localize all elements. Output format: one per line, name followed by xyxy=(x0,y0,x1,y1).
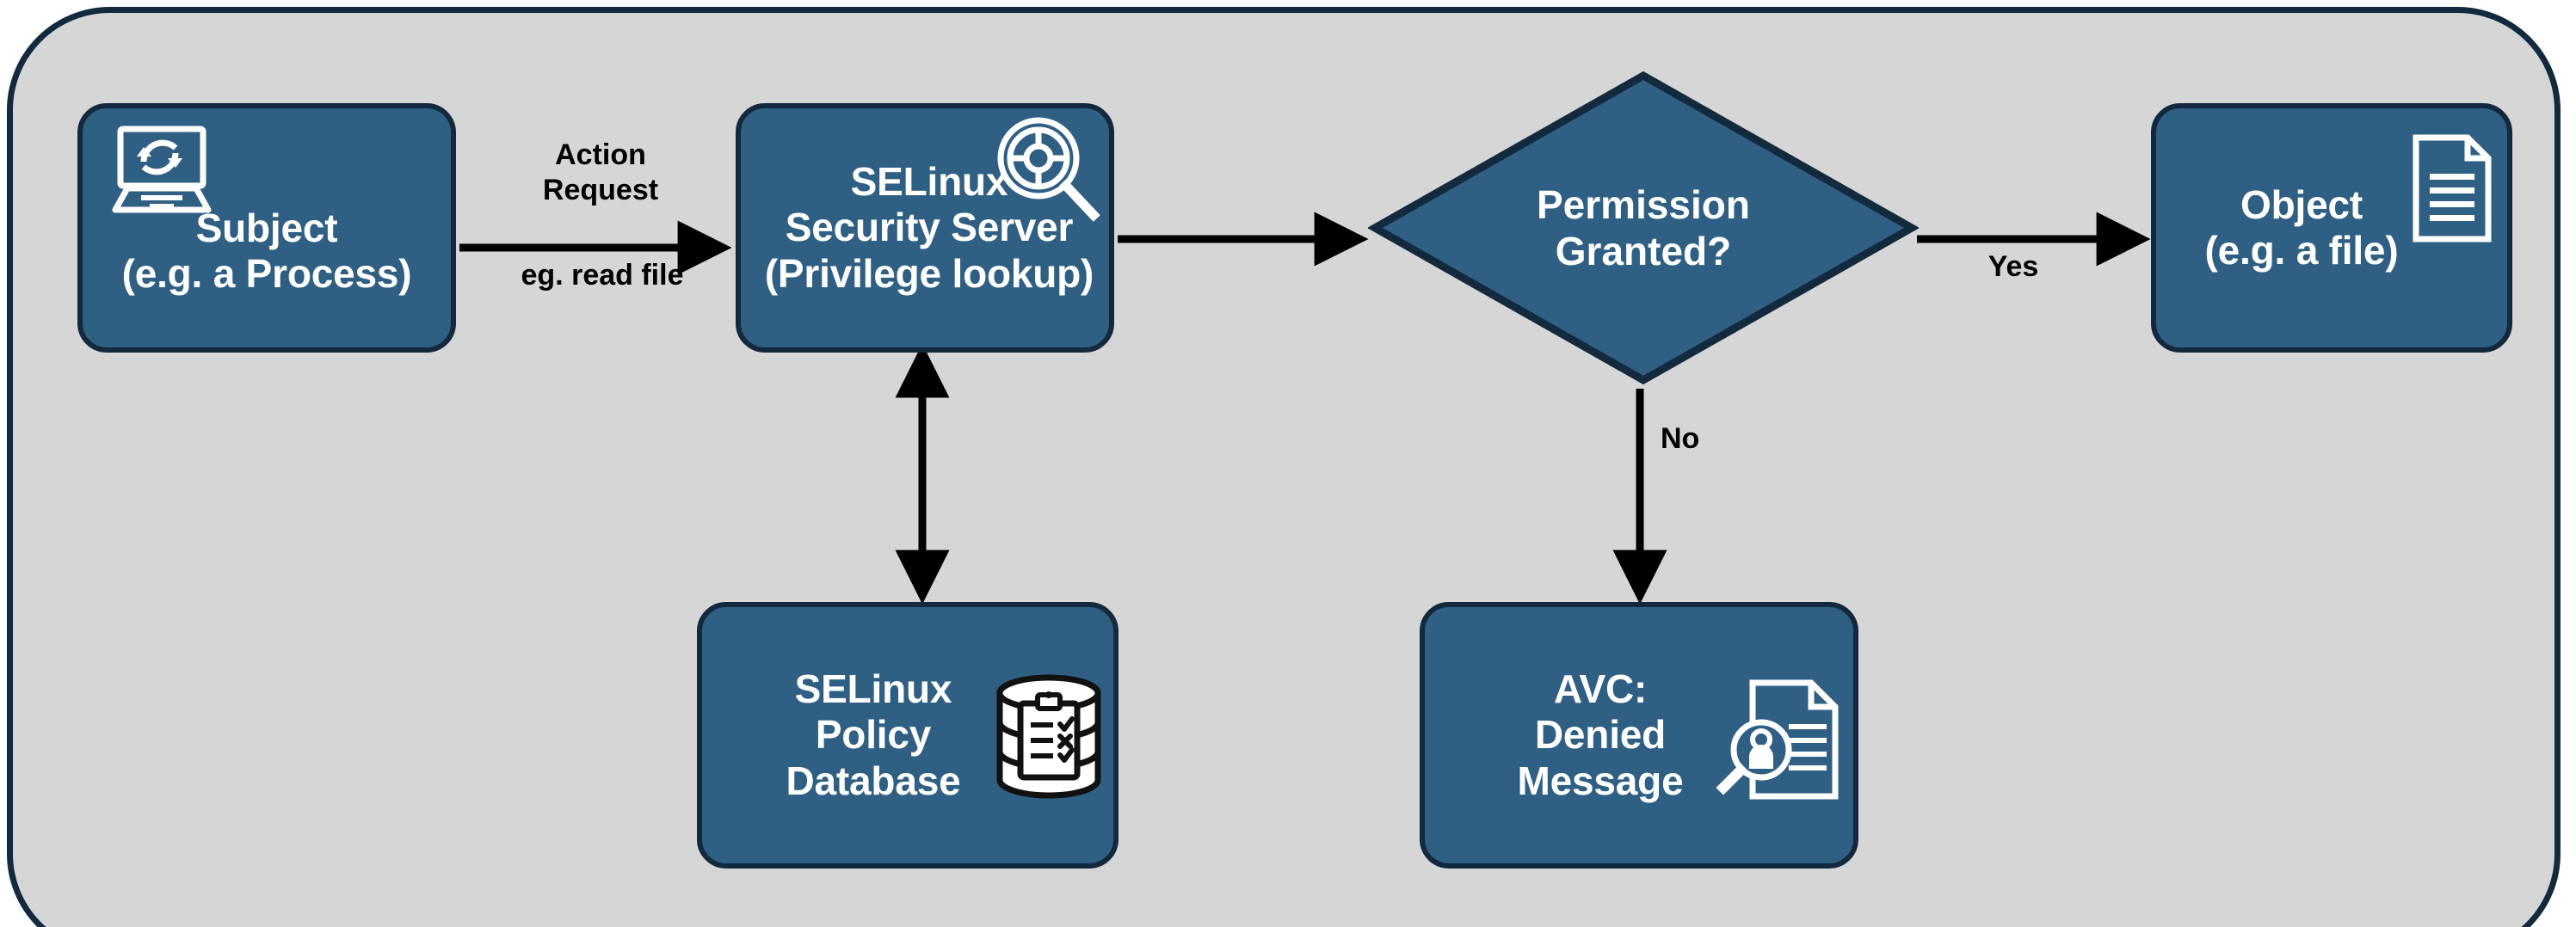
diamond-shape xyxy=(1366,71,1920,385)
node-security-server-line-2: Security Server xyxy=(785,205,1074,250)
node-object-line-2: (e.g. a file) xyxy=(2204,228,2399,273)
node-policy-database-line-2: Policy xyxy=(815,712,932,758)
node-object[interactable]: Object (e.g. a file) xyxy=(2151,103,2512,353)
node-subject-line-1: Subject xyxy=(195,205,338,250)
node-permission-decision[interactable]: Permission Granted? xyxy=(1366,69,1920,387)
laptop-sync-icon xyxy=(102,124,222,218)
magnifier-target-icon xyxy=(992,114,1104,225)
node-subject[interactable]: Subject (e.g. a Process) xyxy=(77,103,456,353)
database-clipboard-icon xyxy=(993,674,1105,799)
node-subject-line-2: (e.g. a Process) xyxy=(121,251,412,296)
document-icon xyxy=(2409,132,2495,244)
node-policy-database[interactable]: SELinux Policy Database xyxy=(697,602,1119,869)
node-policy-database-line-1: SELinux xyxy=(794,666,952,711)
node-avc-denied-message-line-2: Denied xyxy=(1534,712,1667,758)
edge-label-yes: Yes xyxy=(1987,250,2039,283)
node-object-line-1: Object xyxy=(2240,181,2363,227)
edge-label-read-file: eg. read file xyxy=(521,259,684,292)
node-avc-denied-message-line-3: Message xyxy=(1517,758,1684,803)
node-avc-denied-message-line-1: AVC: xyxy=(1553,666,1648,711)
node-avc-denied-message[interactable]: AVC: Denied Message xyxy=(1420,602,1858,869)
edge-label-no: No xyxy=(1661,422,1700,455)
node-security-server-line-3: (Privilege lookup) xyxy=(764,250,1094,296)
document-person-magnifier-icon xyxy=(1704,676,1846,805)
node-policy-database-line-3: Database xyxy=(786,758,961,803)
edge-label-action-request: Action Request xyxy=(542,138,659,207)
node-security-server[interactable]: SELinux Security Server (Privilege looku… xyxy=(736,103,1114,353)
node-security-server-line-1: SELinux xyxy=(850,158,1008,204)
